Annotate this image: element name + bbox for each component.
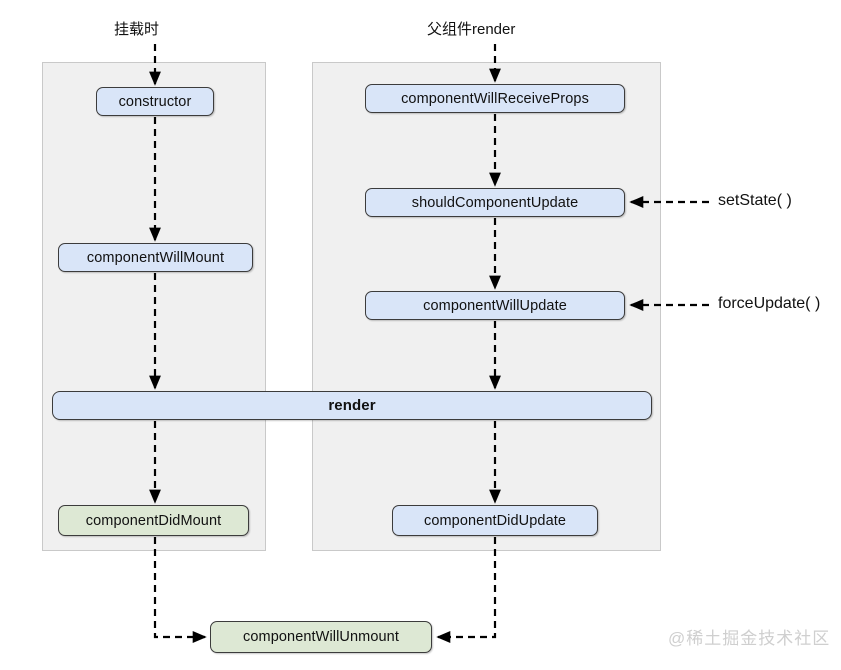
updating-phase-caption: 父组件render (427, 21, 516, 38)
node-render[interactable]: render (52, 391, 652, 420)
watermark: @稀土掘金技术社区 (668, 629, 831, 648)
mounting-phase-panel (42, 62, 266, 551)
node-component-will-unmount[interactable]: componentWillUnmount (210, 621, 432, 653)
node-component-will-mount[interactable]: componentWillMount (58, 243, 253, 272)
node-component-will-receive-props[interactable]: componentWillReceiveProps (365, 84, 625, 113)
trigger-label-setstate: setState( ) (718, 192, 792, 209)
node-constructor[interactable]: constructor (96, 87, 214, 116)
mounting-phase-caption: 挂载时 (114, 21, 160, 38)
node-component-did-update[interactable]: componentDidUpdate (392, 505, 598, 536)
node-component-did-mount[interactable]: componentDidMount (58, 505, 249, 536)
trigger-label-forceupdate: forceUpdate( ) (718, 295, 821, 312)
node-component-will-update[interactable]: componentWillUpdate (365, 291, 625, 320)
node-should-component-update[interactable]: shouldComponentUpdate (365, 188, 625, 217)
